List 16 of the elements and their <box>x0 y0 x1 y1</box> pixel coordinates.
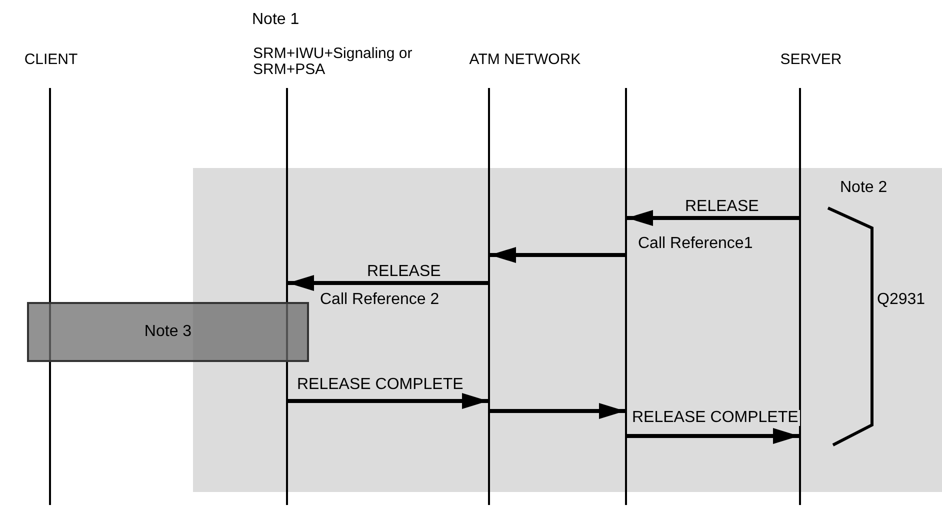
arrow <box>490 403 625 419</box>
arrow <box>288 275 488 291</box>
arrow <box>288 393 488 409</box>
edge-label: RELEASE COMPLETE <box>630 410 800 426</box>
participant-name: SRM+IWU+Signaling or SRM+PSA <box>253 46 414 78</box>
bracket-label: Q2931 <box>877 292 926 308</box>
note-box: Note 3 <box>27 302 309 362</box>
lifeline <box>625 88 627 505</box>
arrow <box>627 428 799 444</box>
note-label: Note 2 <box>840 180 888 196</box>
arrow <box>627 210 799 226</box>
arrow <box>490 247 625 263</box>
note-label: Note 1 <box>252 12 300 28</box>
participant-name: ATM NETWORK <box>468 52 582 68</box>
participant-name: SERVER <box>779 52 843 68</box>
participant-name: CLIENT <box>23 52 79 68</box>
